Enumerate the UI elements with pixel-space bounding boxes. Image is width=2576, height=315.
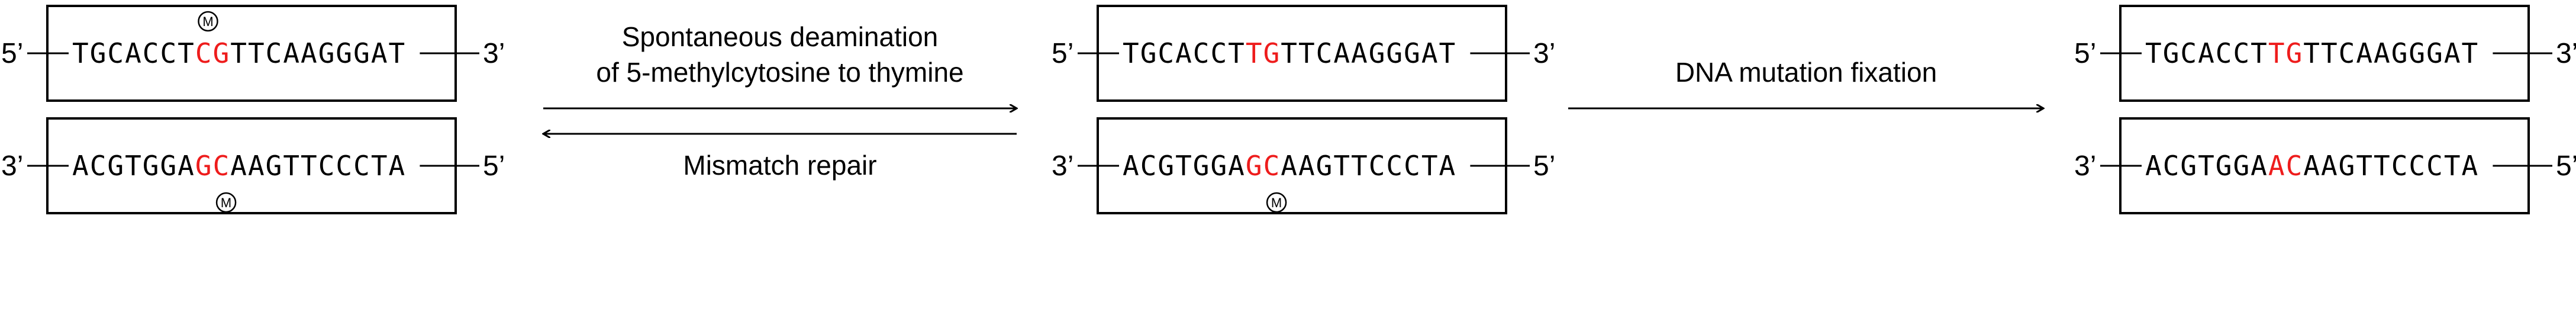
left-end-label: 3’ bbox=[1052, 150, 1073, 182]
left-end-label: 3’ bbox=[2074, 150, 2096, 182]
reaction-arrow-1: Spontaneous deamination of 5-methylcytosi… bbox=[543, 21, 1017, 181]
reaction-arrow-2: DNA mutation fixation bbox=[1568, 57, 2043, 108]
sequence-segment: TGCACCT bbox=[1123, 37, 1246, 69]
strand-bottom: 3’ ACGTGGAGCAAGTTCCCTA 5’ M bbox=[1, 117, 505, 214]
methyl-mark: M bbox=[1266, 192, 1287, 213]
highlighted-bases: TG bbox=[2268, 37, 2303, 69]
strand-top: 5’ TGCACCTTGTTCAAGGGAT 3’ bbox=[2074, 5, 2576, 102]
left-end-label: 5’ bbox=[2074, 38, 2096, 69]
forward-arrow-label: of 5-methylcytosine to thymine bbox=[596, 57, 963, 88]
strand-bottom: 3’ ACGTGGAGCAAGTTCCCTA 5’ M bbox=[1052, 117, 1555, 214]
methyl-mark: M bbox=[215, 192, 237, 213]
right-end-label: 5’ bbox=[1533, 150, 1555, 182]
sequence-segment: AAGTTCCCTA bbox=[1281, 150, 1456, 182]
methyl-circle bbox=[215, 192, 237, 213]
methyl-circle bbox=[198, 11, 218, 32]
left-end-label: 5’ bbox=[1, 38, 23, 69]
sequence-segment: AAGTTCCCTA bbox=[2303, 150, 2479, 182]
left-end-label: 5’ bbox=[1052, 38, 1073, 69]
sequence-segment: TGCACCT bbox=[72, 37, 195, 69]
forward-arrow-label: DNA mutation fixation bbox=[1675, 57, 1937, 88]
sequence-segment: AAGTTCCCTA bbox=[230, 150, 406, 182]
highlighted-bases: TG bbox=[1246, 37, 1281, 69]
highlighted-bases: GC bbox=[1246, 150, 1281, 182]
methyl-label: M bbox=[221, 195, 231, 210]
sequence-segment: TTCAAGGGAT bbox=[2303, 37, 2479, 69]
right-end-label: 3’ bbox=[483, 38, 505, 69]
sequence-segment: TTCAAGGGAT bbox=[230, 37, 406, 69]
sequence-text: TGCACCTTGTTCAAGGGAT bbox=[1123, 37, 1456, 69]
sequence-segment: TGCACCT bbox=[2145, 37, 2268, 69]
right-end-label: 3’ bbox=[2556, 38, 2576, 69]
highlighted-bases: CG bbox=[195, 37, 230, 69]
strand-bottom: 3’ ACGTGGAACAAGTTCCCTA 5’ bbox=[2074, 117, 2576, 214]
reverse-arrow-label: Mismatch repair bbox=[683, 150, 876, 181]
strand-top: 5’ TGCACCTCGTTCAAGGGAT 3’ M bbox=[1, 5, 505, 102]
methyl-label: M bbox=[1271, 195, 1282, 210]
right-end-label: 3’ bbox=[1533, 38, 1555, 69]
methyl-circle bbox=[1266, 192, 1287, 213]
sequence-segment: TTCAAGGGAT bbox=[1281, 37, 1456, 69]
highlighted-bases: AC bbox=[2268, 150, 2303, 182]
dna-panel-3: 5’ TGCACCTTGTTCAAGGGAT 3’ 3’ ACGTGGAACAAGTTC… bbox=[2074, 5, 2576, 214]
forward-arrow-label: Spontaneous deamination bbox=[622, 21, 939, 52]
sequence-text: TGCACCTTGTTCAAGGGAT bbox=[2145, 37, 2479, 69]
sequence-text: ACGTGGAACAAGTTCCCTA bbox=[2145, 150, 2479, 182]
sequence-segment: ACGTGGA bbox=[72, 150, 195, 182]
left-end-label: 3’ bbox=[1, 150, 23, 182]
sequence-text: ACGTGGAGCAAGTTCCCTA bbox=[1123, 150, 1456, 182]
sequence-segment: ACGTGGA bbox=[1123, 150, 1246, 182]
methyl-label: M bbox=[202, 14, 213, 29]
sequence-segment: ACGTGGA bbox=[2145, 150, 2268, 182]
sequence-text: TGCACCTCGTTCAAGGGAT bbox=[72, 37, 406, 69]
right-end-label: 5’ bbox=[2556, 150, 2576, 182]
dna-panel-2: 5’ TGCACCTTGTTCAAGGGAT 3’ 3’ ACGTGGAGCAAGTTC… bbox=[1052, 5, 1555, 214]
dna-panel-1: 5’ TGCACCTCGTTCAAGGGAT 3’ M 3’ ACGTGGAGCAAGTT… bbox=[1, 5, 505, 214]
highlighted-bases: GC bbox=[195, 150, 230, 182]
right-end-label: 5’ bbox=[483, 150, 505, 182]
strand-top: 5’ TGCACCTTGTTCAAGGGAT 3’ bbox=[1052, 5, 1555, 102]
sequence-text: ACGTGGAGCAAGTTCCCTA bbox=[72, 150, 406, 182]
methyl-mark: M bbox=[198, 11, 218, 32]
